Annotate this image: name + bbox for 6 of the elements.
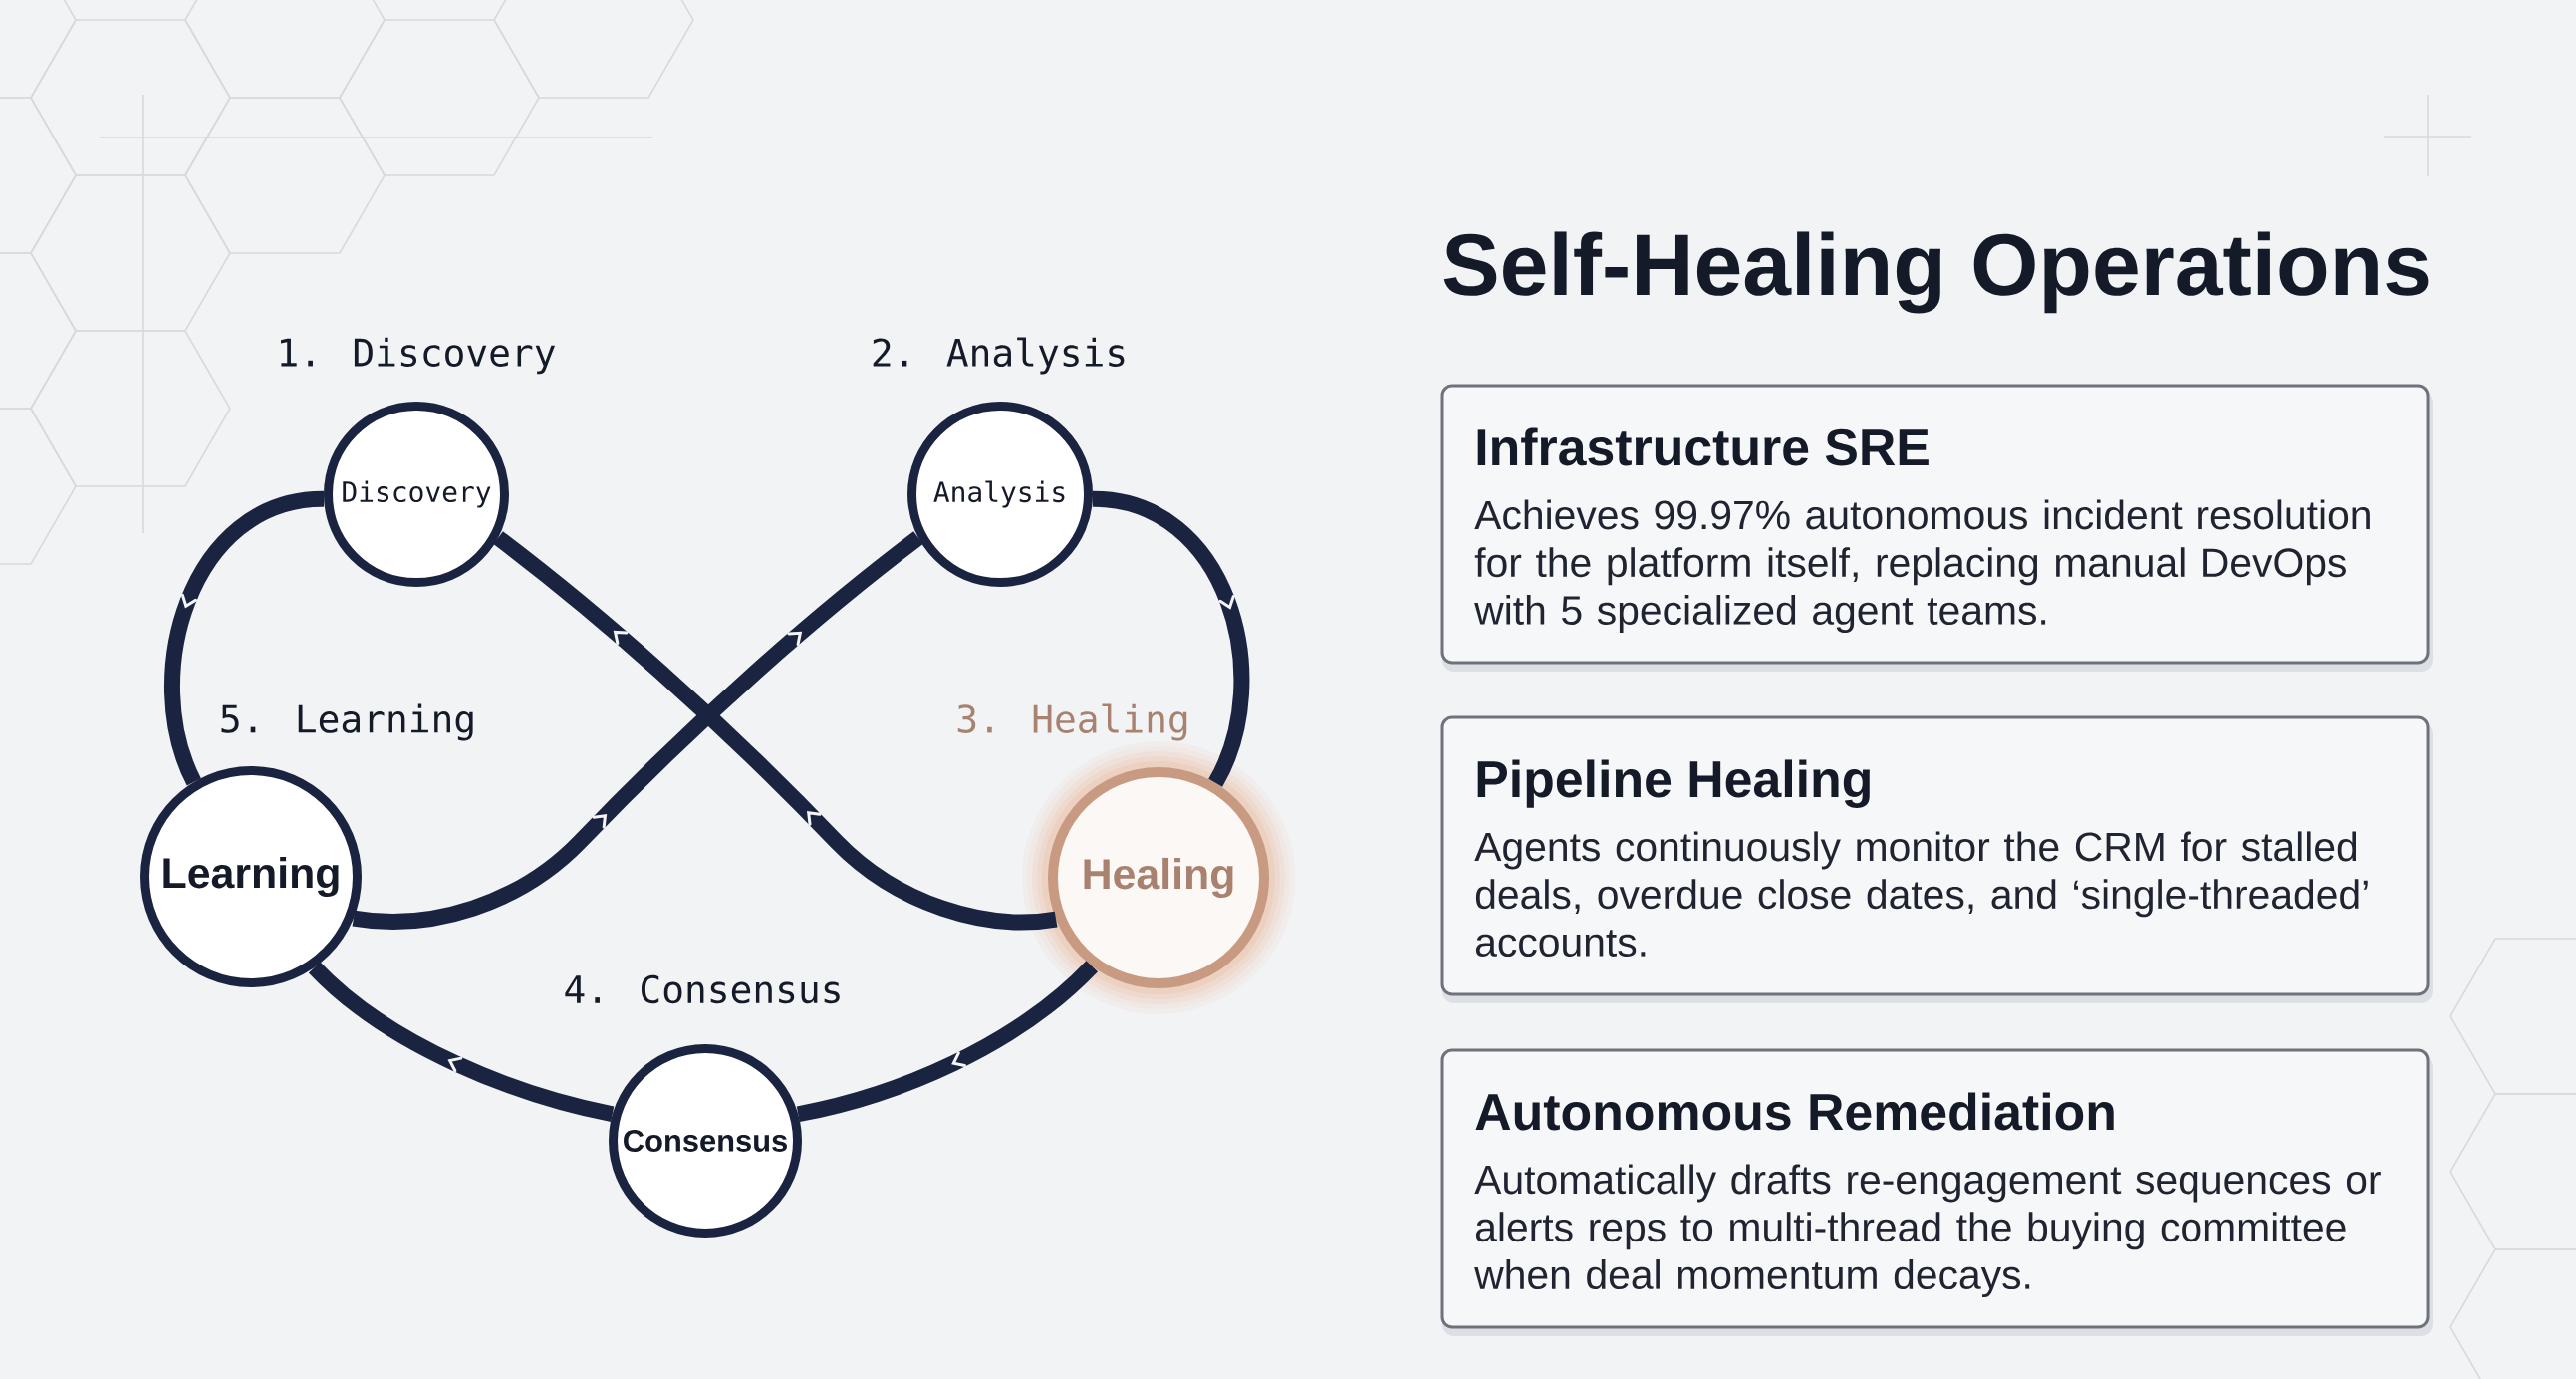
step-label: 3. Healing — [957, 703, 1187, 741]
title: Self-Healing Operations — [1443, 231, 2429, 314]
step-label: 5. Learning — [221, 703, 473, 741]
step-label: 1. Discovery — [281, 337, 556, 375]
step-label: 2. Analysis — [873, 337, 1125, 375]
step-label: 4. Consensus — [565, 974, 840, 1004]
